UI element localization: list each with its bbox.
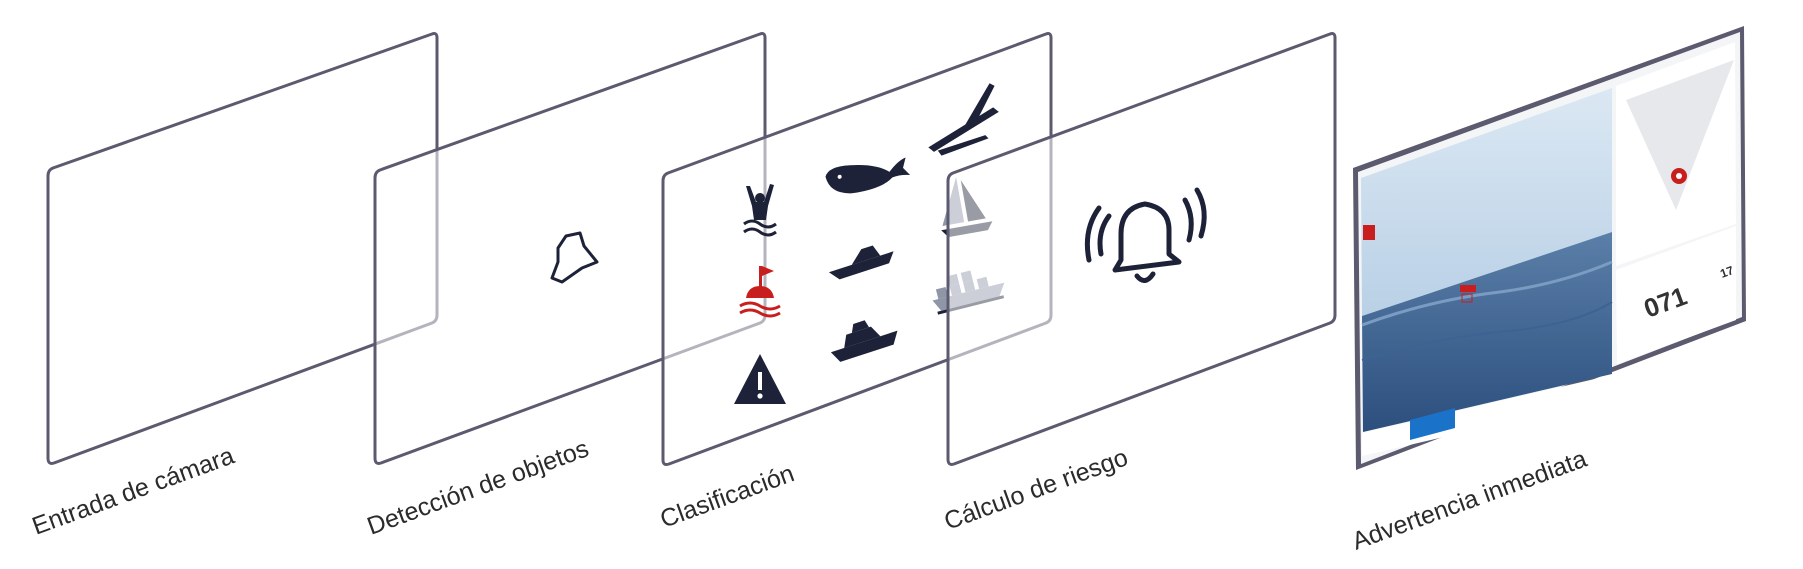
secondary-readout: 17 (1718, 263, 1736, 281)
camera-sky (1361, 88, 1612, 316)
whale-icon (825, 157, 911, 194)
person-in-water-icon (743, 184, 777, 237)
alert-badge (1363, 225, 1375, 240)
warning-screen-panel: 071 17 (1353, 26, 1746, 470)
target-marker (1460, 285, 1476, 292)
primary-action-button[interactable] (1410, 408, 1455, 440)
step-label-classification: Clasificación (656, 459, 797, 533)
risk-calculation-panel (946, 32, 1337, 466)
step-label-immediate-warning: Advertencia inmediata (1348, 445, 1590, 556)
ringing-bell-icon (1084, 187, 1207, 283)
detected-object-outline-icon (550, 231, 599, 284)
readout-panel (1616, 226, 1736, 364)
speedboat-icon (828, 245, 894, 280)
motor-yacht-icon (830, 320, 898, 362)
glider-icon (928, 83, 999, 156)
buoy-icon (739, 266, 781, 318)
warning-triangle-icon (734, 354, 786, 404)
